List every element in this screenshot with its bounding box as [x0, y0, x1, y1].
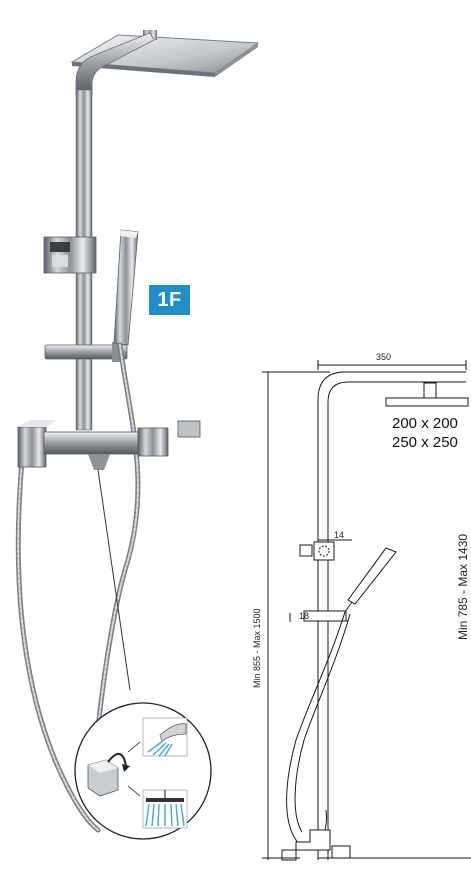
pipe-diameter-label: 14 — [334, 530, 345, 540]
hand-shower-outline — [347, 547, 397, 605]
arm-length-label: 350 — [376, 352, 392, 362]
diverter-callout — [74, 702, 212, 840]
overhead-shower-head — [70, 30, 260, 77]
mixer-body — [17, 420, 201, 470]
mixer-outline — [295, 829, 331, 851]
shower-hose — [15, 342, 141, 833]
hand-shower — [113, 229, 139, 346]
hand-shower-spray-icon — [142, 717, 188, 757]
riser-outline — [317, 371, 466, 860]
head-size-label-2: 250 x 250 — [392, 434, 458, 451]
slide-diameter-label: 18 — [299, 611, 310, 621]
diverter-knob-icon — [87, 753, 130, 797]
head-size-label-1: 200 x 200 — [392, 415, 458, 432]
head-plate-outline — [385, 397, 469, 407]
height-range-label: Min 855 - Max 1500 — [252, 608, 262, 688]
inner-height-range-label: Min 785 - Max 1430 — [456, 533, 470, 640]
diverter-housing — [43, 236, 97, 274]
overhead-shower-spray-icon — [142, 789, 188, 829]
hand-shower-slider — [44, 342, 128, 362]
callout-line — [97, 469, 131, 691]
product-variant-badge: 1F — [149, 285, 190, 315]
